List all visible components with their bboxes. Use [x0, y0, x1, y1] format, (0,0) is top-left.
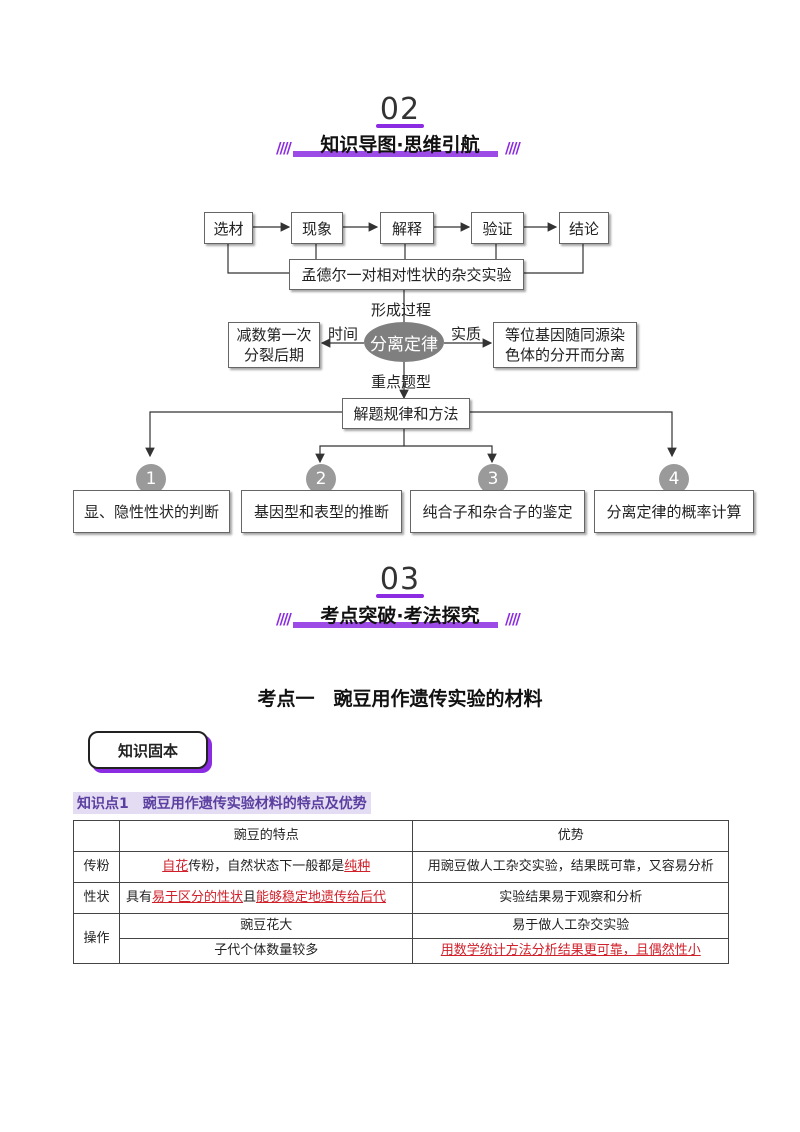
- answer-text: 能够稳定地遗传给后代: [256, 890, 387, 905]
- section-number-02: 02: [379, 92, 421, 127]
- row-label: 传粉: [73, 851, 120, 883]
- answer-text: 易于区分的性状: [151, 890, 243, 905]
- item-box-4: 分离定律的概率计算: [594, 490, 754, 533]
- table-header-cell: 优势: [412, 820, 729, 852]
- time-box: 减数第一次分裂后期: [228, 322, 320, 368]
- advantage-cell: 实验结果易于观察和分析: [412, 882, 729, 914]
- essence-box: 等位基因随同源染色体的分开而分离: [493, 322, 637, 368]
- section-number-bar: [376, 124, 424, 128]
- flow-box-explain: 解释: [380, 212, 434, 244]
- topic-title: 考点一 豌豆用作遗传实验的材料: [257, 688, 543, 710]
- main-experiment-box: 孟德尔一对相对性状的杂交实验: [289, 259, 524, 290]
- item-box-3: 纯合子和杂合子的鉴定: [410, 490, 585, 533]
- key-types-label: 重点题型: [371, 373, 432, 391]
- flow-box-phenomenon: 现象: [291, 212, 343, 244]
- item-number-4: 4: [659, 464, 689, 494]
- advantage-cell: 易于做人工杂交实验: [412, 913, 729, 939]
- feature-cell: 子代个体数量较多: [118, 938, 414, 964]
- row-label: 操作: [73, 913, 120, 964]
- feature-cell: 自花传粉，自然状态下一般都是纯种: [118, 851, 414, 883]
- row-label: 性状: [73, 882, 120, 914]
- feature-cell: 具有易于区分的性状且能够稳定地遗传给后代: [118, 882, 414, 914]
- table-row: 操作 豌豆花大 易于做人工杂交实验: [73, 913, 729, 964]
- answer-text: 自花: [162, 859, 189, 874]
- item-box-2: 基因型和表型的推断: [241, 490, 402, 533]
- center-law-ellipse: 分离定律: [364, 322, 444, 362]
- section-number-03: 03: [379, 562, 421, 597]
- decor-slashes-left-2: ////: [276, 610, 292, 628]
- knowledge-tag: 知识固本: [88, 731, 208, 769]
- table-row: 性状 具有易于区分的性状且能够稳定地遗传给后代 实验结果易于观察和分析: [73, 882, 729, 914]
- table-header-cell: 豌豆的特点: [118, 820, 414, 852]
- feature-text: 且: [242, 890, 256, 905]
- answer-text: 纯种: [344, 859, 371, 874]
- section-number-bar-2: [376, 594, 424, 598]
- advantage-cell: 用数学统计方法分析结果更可靠，且偶然性小: [412, 938, 729, 964]
- item-box-1: 显、隐性性状的判断: [73, 490, 230, 533]
- knowledge-point-heading: 知识点1 豌豆用作遗传实验材料的特点及优势: [73, 792, 371, 814]
- section-title: 知识导图·思维引航: [320, 134, 480, 156]
- title-underline-2: [293, 622, 498, 628]
- item-number-2: 2: [306, 464, 336, 494]
- table-row: 传粉 自花传粉，自然状态下一般都是纯种 用豌豆做人工杂交实验，结果既可靠，又容易…: [73, 851, 729, 883]
- title-underline: [293, 151, 498, 157]
- feature-table: 豌豆的特点 优势 传粉 自花传粉，自然状态下一般都是纯种 用豌豆做人工杂交实验，…: [73, 820, 729, 964]
- flow-box-conclusion: 结论: [559, 212, 609, 244]
- item-number-1: 1: [136, 464, 166, 494]
- flow-box-select: 选材: [204, 212, 253, 244]
- advantage-cell: 用豌豆做人工杂交实验，结果既可靠，又容易分析: [412, 851, 729, 883]
- decor-slashes-right-2: ////: [505, 610, 521, 628]
- feature-text: 传粉，自然状态下一般都是: [188, 859, 345, 874]
- formation-label: 形成过程: [371, 301, 432, 319]
- table-header-cell: [73, 820, 120, 852]
- time-label: 时间: [328, 325, 359, 343]
- flow-connectors: [145, 222, 677, 464]
- method-box: 解题规律和方法: [342, 398, 470, 429]
- feature-text: 具有: [125, 890, 152, 905]
- section-title-2: 考点突破·考法探究: [320, 605, 480, 627]
- decor-slashes-right: ////: [505, 139, 521, 157]
- flow-box-verify: 验证: [471, 212, 524, 244]
- table-row: 子代个体数量较多 用数学统计方法分析结果更可靠，且偶然性小: [74, 938, 729, 964]
- feature-cell: 豌豆花大: [118, 913, 414, 939]
- table-header-row: 豌豆的特点 优势: [73, 820, 729, 852]
- item-number-3: 3: [478, 464, 508, 494]
- essence-label: 实质: [451, 325, 482, 343]
- decor-slashes-left: ////: [276, 139, 292, 157]
- answer-text: 用数学统计方法分析结果更可靠，且偶然性小: [440, 943, 701, 958]
